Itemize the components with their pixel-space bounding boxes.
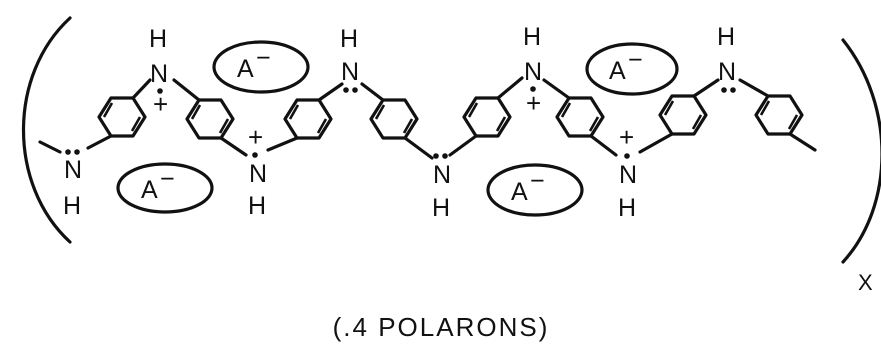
amine-nitrogen-6: H N + — [523, 23, 542, 118]
svg-text:A: A — [609, 57, 626, 85]
svg-text:−: − — [628, 46, 643, 74]
svg-text:+: + — [526, 88, 541, 118]
right-bracket — [841, 38, 881, 264]
amine-nitrogen-1: N H — [63, 149, 82, 220]
amine-nitrogen-7: + N H — [618, 122, 637, 222]
svg-text:H: H — [432, 194, 450, 222]
repeat-subscript: X — [858, 270, 873, 295]
svg-text:A: A — [141, 176, 158, 204]
diagram-caption: (.4 POLARONS) — [333, 312, 550, 342]
counterion-4: A − — [585, 42, 679, 96]
svg-text:H: H — [248, 192, 266, 220]
svg-text:N: N — [64, 156, 82, 184]
benzene-ring-8 — [754, 94, 804, 136]
amine-nitrogen-2: H N + — [149, 25, 168, 119]
benzene-ring-1 — [97, 96, 147, 138]
amine-nitrogen-4: H N — [340, 25, 359, 93]
svg-text:N: N — [150, 60, 168, 88]
amine-nitrogen-3: + N H — [248, 122, 267, 220]
counterion-1: A − — [212, 40, 310, 94]
svg-text:H: H — [340, 25, 358, 53]
svg-text:A: A — [237, 55, 254, 83]
svg-text:+: + — [619, 122, 634, 152]
svg-text:N: N — [341, 58, 359, 86]
svg-text:H: H — [717, 23, 735, 51]
benzene-ring-3 — [283, 98, 333, 140]
svg-text:+: + — [153, 89, 168, 119]
svg-text:N: N — [433, 161, 451, 189]
svg-text:−: − — [160, 165, 175, 193]
left-bracket — [22, 16, 72, 244]
svg-text:N: N — [524, 58, 542, 86]
benzene-ring-6 — [555, 96, 605, 138]
benzene-ring-5 — [462, 96, 512, 138]
benzene-ring-2 — [185, 98, 235, 140]
svg-text:N: N — [249, 160, 267, 188]
counterion-3: A − — [486, 163, 584, 217]
svg-text:A: A — [511, 178, 528, 206]
chain-bonds — [38, 76, 817, 160]
benzene-ring-7 — [658, 94, 708, 136]
amine-nitrogen-5: N H — [432, 153, 451, 222]
svg-text:−: − — [530, 167, 545, 195]
benzene-ring-4 — [369, 98, 419, 140]
amine-nitrogen-8: H N — [717, 23, 736, 93]
svg-text:H: H — [618, 194, 636, 222]
svg-text:H: H — [149, 25, 167, 53]
counterion-2: A − — [116, 162, 214, 214]
svg-text:N: N — [619, 161, 637, 189]
svg-text:+: + — [248, 122, 263, 152]
svg-text:H: H — [523, 23, 541, 51]
svg-text:N: N — [718, 58, 736, 86]
svg-text:H: H — [63, 192, 81, 220]
svg-text:−: − — [256, 44, 271, 72]
